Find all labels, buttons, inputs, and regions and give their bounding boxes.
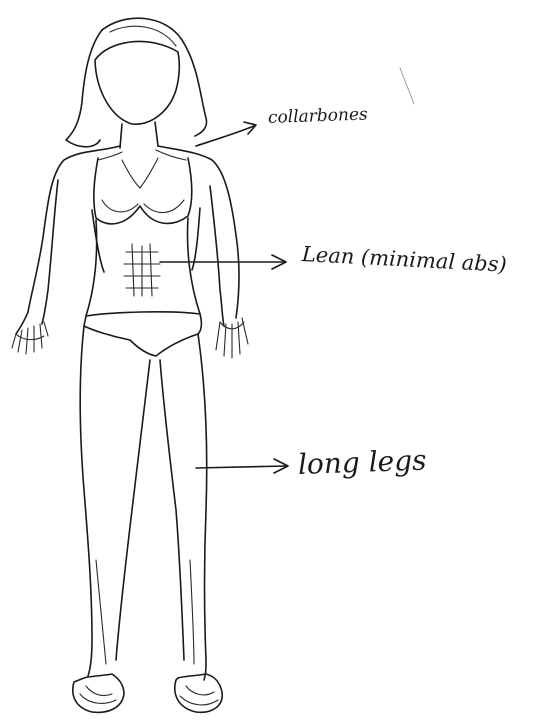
hands (12, 318, 248, 358)
stray-mark (400, 68, 414, 104)
hair (66, 18, 207, 147)
arrows (160, 122, 288, 473)
head (95, 41, 179, 124)
legs (80, 326, 207, 680)
collarbones-label: collarbones (268, 105, 368, 128)
long-legs-label: long legs (297, 444, 427, 481)
arms (16, 146, 239, 334)
feet (73, 674, 222, 712)
legs-arrow (196, 466, 286, 468)
briefs (84, 312, 201, 356)
neck (120, 122, 158, 148)
torso-top (94, 150, 192, 224)
